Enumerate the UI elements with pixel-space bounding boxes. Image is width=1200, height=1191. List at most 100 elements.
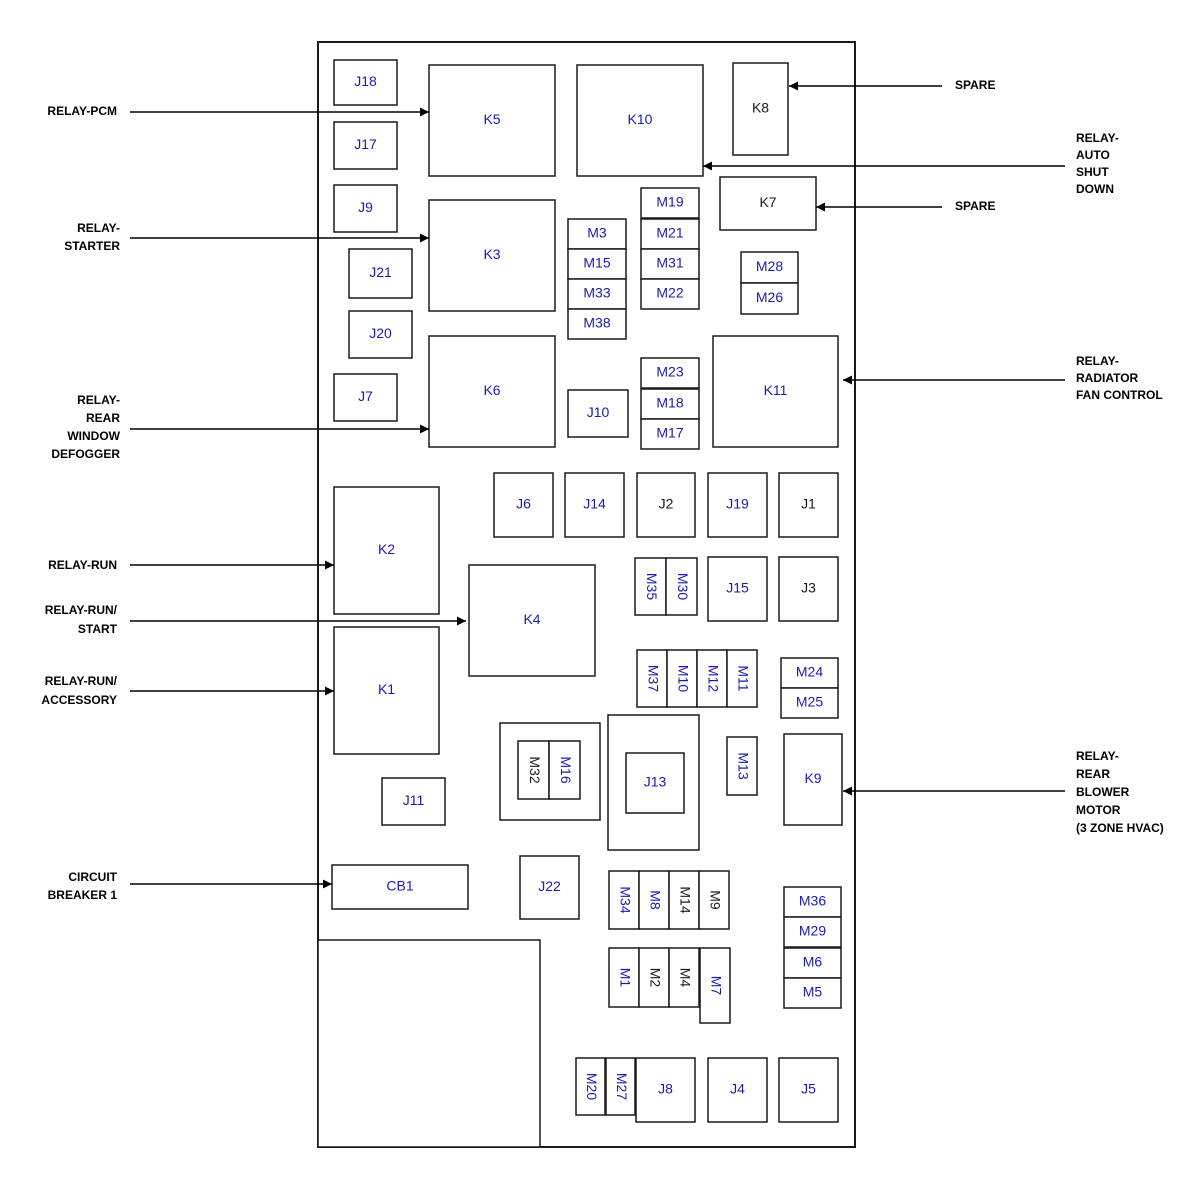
component-m21: M21	[640, 218, 700, 250]
relay-run-start-label-line: RELAY-RUN/	[45, 603, 118, 617]
k2-label: K2	[378, 541, 395, 557]
j17-label: J17	[354, 136, 377, 152]
m13-box	[726, 736, 758, 796]
j6-box	[493, 472, 554, 538]
j7-box	[333, 373, 398, 422]
relay-run-label-line: RELAY-RUN	[48, 558, 117, 572]
component-m28: M28	[740, 251, 799, 284]
j22-box	[519, 855, 580, 920]
j14-box	[564, 472, 625, 538]
component-k10: K10	[576, 64, 704, 177]
k6-box	[428, 335, 556, 448]
component-j20: J20	[348, 310, 413, 359]
m21-box	[640, 218, 700, 250]
component-m3: M3	[567, 218, 627, 250]
k4-label: K4	[523, 611, 540, 627]
component-m38: M38	[567, 308, 627, 340]
component-j3: J3	[778, 556, 839, 622]
j21-box	[348, 248, 413, 299]
m23-box	[640, 357, 700, 389]
k9-label: K9	[804, 770, 821, 786]
m25-label: M25	[796, 694, 823, 710]
relay-rear-window-defogger-label-line: REAR	[86, 411, 120, 425]
j13-label: J13	[644, 774, 667, 790]
m11-box	[726, 649, 758, 708]
k10-box	[576, 64, 704, 177]
callout-relay-run-start: RELAY-RUN/START	[45, 603, 466, 636]
k3-label: K3	[483, 246, 500, 262]
j19-box	[707, 472, 768, 538]
m28-label: M28	[756, 258, 783, 274]
j17-box	[333, 121, 398, 170]
m9-box	[698, 870, 730, 930]
component-j19: J19	[707, 472, 768, 538]
m8-box	[638, 870, 670, 930]
k7-box	[719, 176, 817, 231]
m22-box	[640, 278, 700, 310]
m36-box	[783, 886, 842, 918]
m2-box	[638, 947, 670, 1008]
component-j17: J17	[333, 121, 398, 170]
component-j13: J13	[625, 752, 685, 814]
k5-label: K5	[483, 111, 500, 127]
j13-box	[625, 752, 685, 814]
component-cb1: CB1	[331, 864, 469, 910]
component-k9: K9	[783, 733, 843, 826]
relay-rear-blower-motor-label-line: RELAY-	[1076, 749, 1119, 763]
component-j6: J6	[493, 472, 554, 538]
component-m19: M19	[640, 187, 700, 219]
m32-box	[517, 740, 550, 800]
k8-box	[732, 62, 789, 156]
m38-label: M38	[583, 315, 610, 331]
relay-auto-shut-down-label-line: AUTO	[1076, 148, 1110, 162]
m6-box	[783, 947, 842, 979]
relay-radiator-fan-control-label-line: RADIATOR	[1076, 371, 1139, 385]
relay-rear-window-defogger-label-line: DEFOGGER	[51, 447, 120, 461]
relay-pcm-label-line: RELAY-PCM	[47, 104, 117, 118]
m16-box	[548, 740, 581, 800]
component-k8: K8	[732, 62, 789, 156]
j5-label: J5	[801, 1081, 816, 1097]
m30-label: M30	[675, 573, 691, 600]
j8-label: J8	[658, 1081, 673, 1097]
m25-box	[780, 687, 839, 719]
j1-label: J1	[801, 496, 816, 512]
m21-label: M21	[656, 225, 683, 241]
m33-box	[567, 278, 627, 310]
m26-box	[740, 282, 799, 315]
component-m1: M1	[608, 947, 640, 1008]
relay-rear-blower-motor-label-line: (3 ZONE HVAC)	[1076, 821, 1164, 835]
component-m18: M18	[640, 388, 700, 420]
m23-label: M23	[656, 364, 683, 380]
component-m24: M24	[780, 657, 839, 689]
m34-box	[608, 870, 640, 930]
component-k11: K11	[712, 335, 839, 448]
callouts: RELAY-PCMRELAY-STARTERRELAY-REARWINDOWDE…	[41, 78, 1163, 902]
m20-label: M20	[584, 1073, 600, 1100]
j19-label: J19	[726, 496, 749, 512]
k11-box	[712, 335, 839, 448]
component-j1: J1	[778, 472, 839, 538]
m4-label: M4	[677, 968, 693, 988]
component-m11: M11	[726, 649, 758, 708]
cb1-box	[331, 864, 469, 910]
m14-label: M14	[677, 886, 693, 913]
lower-left-block	[317, 939, 541, 1148]
m32-label: M32	[527, 756, 543, 783]
component-k3: K3	[428, 199, 556, 312]
component-k5: K5	[428, 64, 556, 177]
m15-label: M15	[583, 255, 610, 271]
j2-label: J2	[659, 496, 674, 512]
callout-spare-k7: SPARE	[816, 199, 995, 213]
component-m36: M36	[783, 886, 842, 918]
j6-label: J6	[516, 496, 531, 512]
component-m31: M31	[640, 248, 700, 280]
relay-rear-window-defogger-label-line: WINDOW	[67, 429, 120, 443]
circuit-breaker-1-label-line: CIRCUIT	[68, 870, 117, 884]
j2-box	[636, 472, 696, 538]
callout-relay-run: RELAY-RUN	[48, 558, 334, 572]
k5-box	[428, 64, 556, 177]
component-j8: J8	[635, 1057, 696, 1123]
component-j22: J22	[519, 855, 580, 920]
